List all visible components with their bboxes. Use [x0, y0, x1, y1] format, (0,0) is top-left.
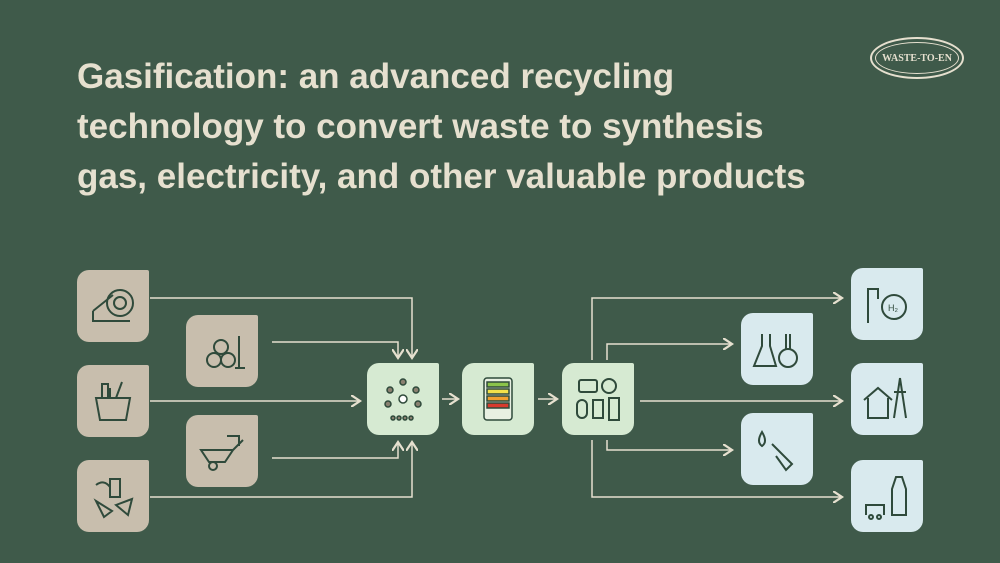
paper-waste-icon — [93, 478, 134, 519]
power-equipment-icon — [576, 378, 620, 421]
hydrogen-box: H₂ — [851, 268, 923, 340]
gasifier-icon — [384, 378, 422, 421]
basket-waste-icon — [94, 381, 132, 421]
basket-waste-box — [77, 365, 149, 437]
wheelbarrow-box — [186, 415, 258, 487]
paper-waste-box — [77, 460, 149, 532]
steel-plant-icon — [865, 476, 907, 520]
chemicals-box — [741, 313, 813, 385]
fuel-pump-icon — [758, 430, 794, 472]
chemicals-flask-icon — [752, 334, 798, 368]
steel-plant-box — [851, 460, 923, 532]
gasifier-box — [367, 363, 439, 435]
logo: WASTE-TO-EN — [870, 37, 964, 79]
fuel-box — [741, 413, 813, 485]
tires-box — [77, 270, 149, 342]
hay-bales-icon — [206, 336, 245, 369]
tires-icon — [92, 289, 134, 322]
power-equipment-box — [562, 363, 634, 435]
hay-bales-box — [186, 315, 258, 387]
page-title: Gasification: an advanced recycling tech… — [77, 57, 806, 196]
svg-text:H₂: H₂ — [888, 303, 898, 313]
control-panel-box — [462, 363, 534, 435]
control-panel-icon — [483, 377, 513, 421]
wheelbarrow-manure-icon — [199, 435, 244, 471]
electricity-house-icon — [863, 377, 907, 419]
hydrogen-tank-icon: H₂ — [867, 288, 907, 323]
electricity-box — [851, 363, 923, 435]
